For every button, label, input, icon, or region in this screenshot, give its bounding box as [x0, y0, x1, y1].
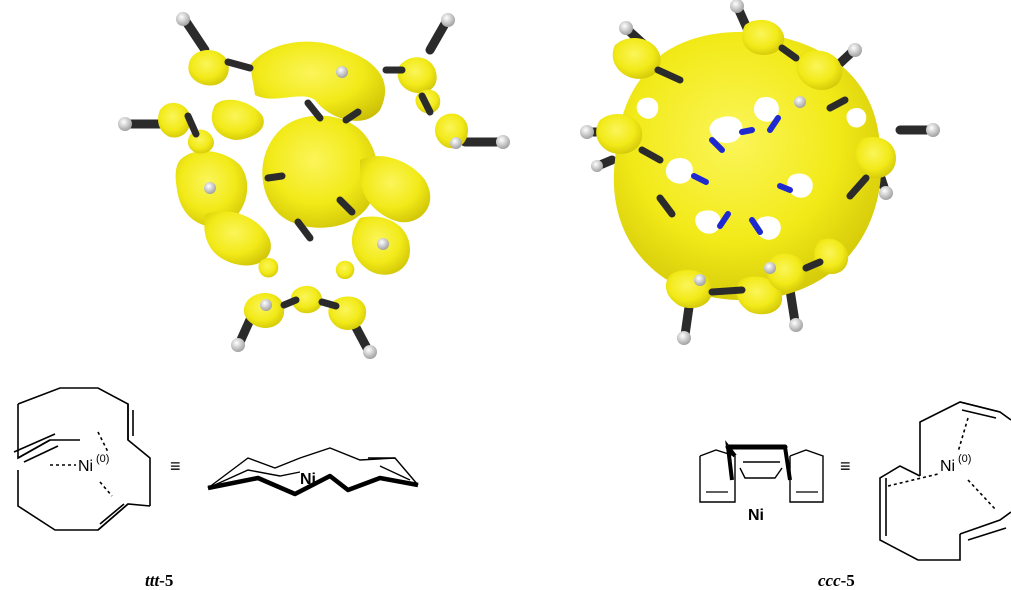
core-bonds: [691, 115, 793, 235]
skeletal-structure-ccc: [879, 401, 1011, 561]
oxidation-state-label: (0): [958, 453, 971, 465]
hydrogen-atoms: [580, 0, 940, 345]
electron-density-surface: [158, 41, 468, 330]
equivalence-symbol: ≡: [170, 456, 181, 476]
skeletal-structure-ttt: [13, 387, 151, 531]
compound-label-ccc: ccc-5: [818, 571, 855, 590]
compound-suffix: -5: [159, 571, 173, 590]
isosurface-model-ccc: [580, 0, 940, 345]
perspective-ni-label: Ni: [748, 507, 764, 524]
perspective-structure-ccc: [699, 440, 824, 503]
electron-density-surface: [596, 19, 896, 315]
perspective-structure-ttt: [207, 447, 419, 497]
ni-label: Ni: [940, 458, 955, 475]
compound-prefix: ccc: [818, 571, 841, 590]
perspective-ni-label: Ni: [300, 471, 316, 488]
density-holes: [636, 96, 867, 240]
hydrogen-atoms: [118, 12, 510, 359]
ring-bonds: [638, 44, 870, 296]
compound-suffix: -5: [841, 571, 855, 590]
compound-prefix: ttt: [145, 571, 160, 590]
isosurface-model-ttt: [118, 12, 510, 359]
ring-bonds: [184, 58, 434, 310]
equivalence-symbol: ≡: [840, 456, 851, 476]
compound-label-ttt: ttt-5: [145, 571, 173, 590]
ni-label: Ni: [78, 458, 93, 475]
oxidation-state-label: (0): [96, 453, 109, 465]
